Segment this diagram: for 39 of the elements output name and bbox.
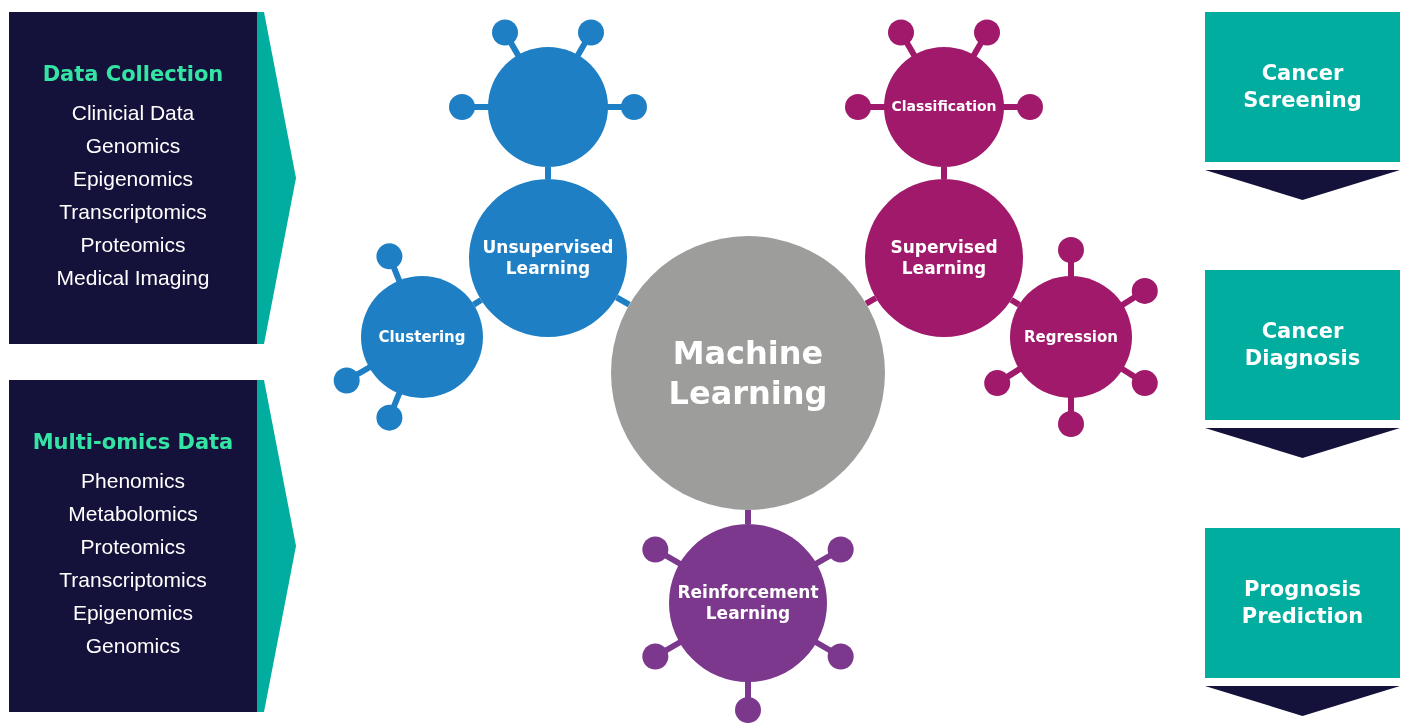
chevron-arrow xyxy=(1205,428,1400,458)
list-item: Transcriptomics xyxy=(59,567,207,593)
list-item: Transcriptomics xyxy=(59,199,207,225)
panel-heading: Multi-omics Data xyxy=(32,430,234,454)
circle-label: Clustering xyxy=(377,327,467,347)
circle-label: Unsupervised Learning xyxy=(481,236,615,280)
data-source-panel xyxy=(9,380,257,712)
circle-label: Reinforcement Learning xyxy=(676,581,820,625)
outcome-box xyxy=(1205,12,1400,162)
list-item: Proteomics xyxy=(80,534,186,560)
list-item: Epigenomics xyxy=(72,166,194,192)
connector-line xyxy=(615,294,631,308)
chevron-arrow xyxy=(1205,170,1400,200)
list-item: Clinicial Data xyxy=(71,100,195,126)
connector-line xyxy=(941,167,947,179)
circle-label: Regression xyxy=(1023,327,1119,347)
connector-line xyxy=(745,510,751,524)
direction-arrow xyxy=(257,12,296,344)
outcome-label: Cancer Diagnosis xyxy=(1243,317,1362,372)
list-item: Metabolomics xyxy=(68,501,198,527)
outcome-label: Cancer Screening xyxy=(1242,59,1363,114)
chevron-arrow xyxy=(1205,686,1400,716)
outcome-label: Prognosis Prediction xyxy=(1240,575,1365,630)
circle-label: Classification xyxy=(890,98,998,116)
circle-label: Machine Learning xyxy=(667,333,829,413)
circle-label: Supervised Learning xyxy=(889,236,999,280)
list-item: Genomics xyxy=(85,633,181,659)
direction-arrow xyxy=(257,380,296,712)
data-source-panel xyxy=(9,12,257,344)
list-item: Phenomics xyxy=(81,468,185,494)
list-item: Epigenomics xyxy=(72,600,194,626)
connector-line xyxy=(864,295,878,307)
outcome-box xyxy=(1205,270,1400,420)
list-item: Genomics xyxy=(85,133,181,159)
list-item: Proteomics xyxy=(80,232,186,258)
panel-heading: Data Collection xyxy=(42,62,224,86)
list-item: Medical Imaging xyxy=(56,265,210,291)
outcome-box xyxy=(1205,528,1400,678)
connector-line xyxy=(545,167,551,179)
